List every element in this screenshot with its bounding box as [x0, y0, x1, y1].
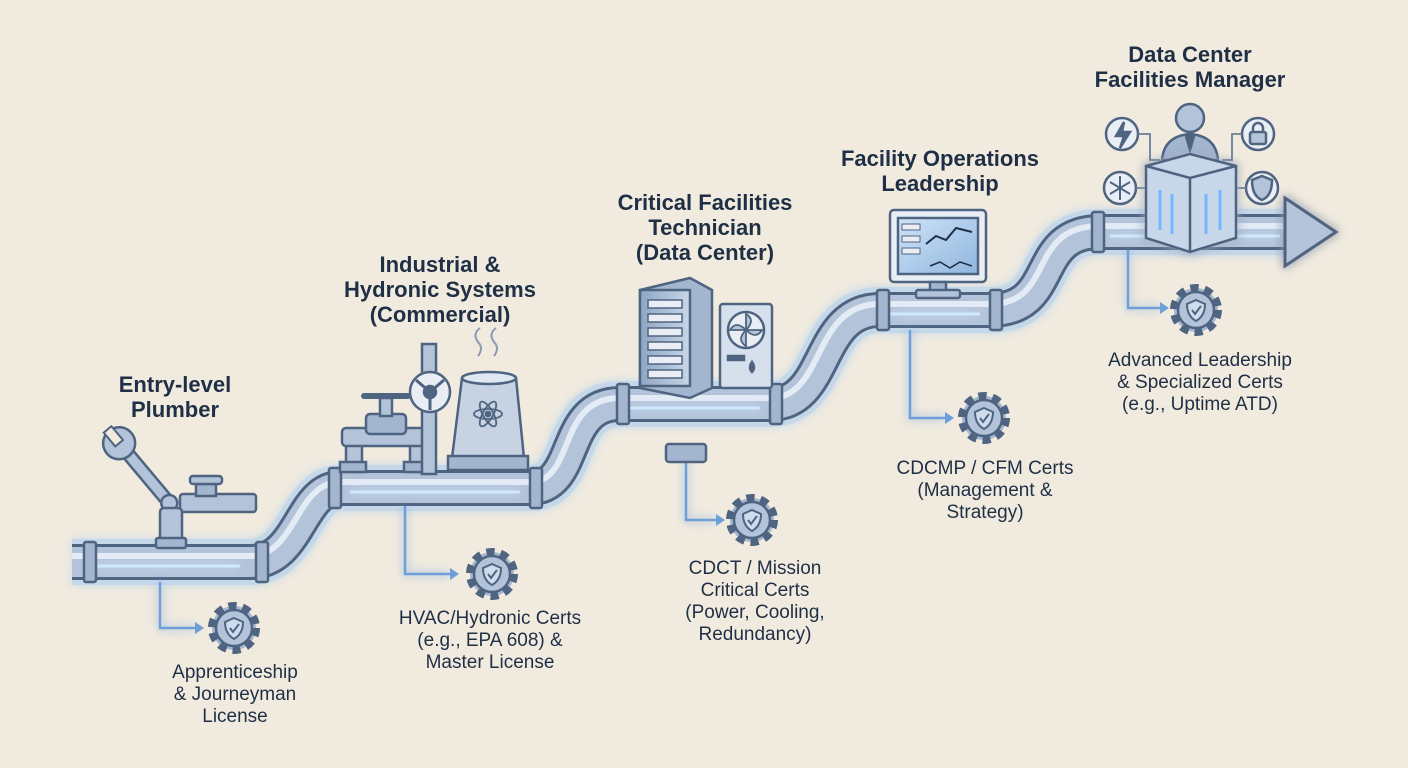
- cooling-tower-icon: [446, 327, 530, 472]
- gear-shield-icon: [958, 392, 1010, 444]
- atom-icon: [473, 400, 503, 428]
- manager-icon: [1160, 102, 1220, 162]
- connector-arrowheads: [195, 302, 1169, 634]
- server-rack-icon: [638, 276, 714, 400]
- gauge-icon: [408, 342, 452, 476]
- stage-5-cert: Advanced Leadership & Specialized Certs …: [1108, 350, 1292, 415]
- snowflake-icon: [1102, 170, 1138, 206]
- stage-1-title: Entry-level Plumber: [118, 372, 232, 422]
- stage-4-cert: CDCMP / CFM Certs (Management & Strategy…: [896, 458, 1074, 523]
- shield-icon: [1244, 170, 1280, 206]
- gear-shield-icon: [726, 494, 778, 546]
- ac-unit-icon: [718, 302, 774, 390]
- cert-connectors: [158, 250, 1160, 630]
- wrench-icon: [101, 424, 179, 513]
- stage-3-title: Critical Facilities Technician (Data Cen…: [617, 190, 793, 265]
- monitor-icon: [888, 208, 988, 300]
- stage-5-title: Data Center Facilities Manager: [1094, 42, 1286, 92]
- lightning-icon: [1104, 116, 1140, 152]
- server-cluster-icon: [1144, 152, 1238, 254]
- gear-shield-icon: [208, 602, 260, 654]
- valve-icon: [338, 393, 434, 474]
- fan-icon: [728, 312, 764, 348]
- stage-3-cert: CDCT / Mission Critical Certs (Power, Co…: [685, 558, 825, 645]
- faucet-icon: [154, 474, 258, 550]
- stage-4-title: Facility Operations Leadership: [840, 146, 1040, 196]
- branch-flange: [664, 442, 708, 464]
- arrow-head: [1283, 195, 1339, 269]
- stage-1-cert: Apprenticeship & Journeyman License: [172, 662, 298, 727]
- stage-2-cert: HVAC/Hydronic Certs (e.g., EPA 608) & Ma…: [398, 608, 582, 673]
- stage-2-title: Industrial & Hydronic Systems (Commercia…: [344, 252, 536, 327]
- pipe-flanges: [82, 210, 1106, 584]
- lock-icon: [1240, 116, 1276, 152]
- gear-shield-icon: [1170, 284, 1222, 336]
- gear-shield-icon: [466, 548, 518, 600]
- cert-badges: [208, 284, 1222, 654]
